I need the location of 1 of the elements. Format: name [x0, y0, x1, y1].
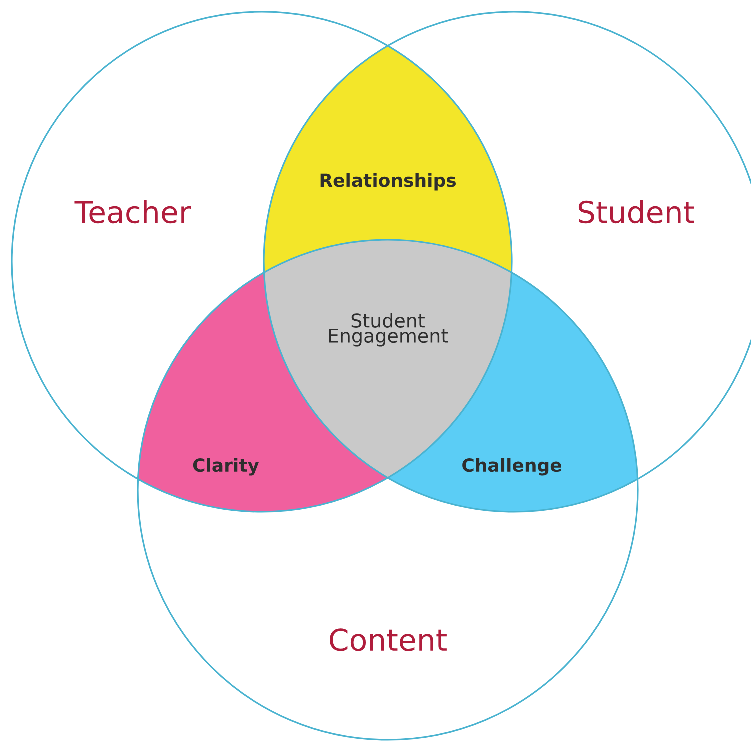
overlap-region: Relationships [264, 46, 512, 272]
